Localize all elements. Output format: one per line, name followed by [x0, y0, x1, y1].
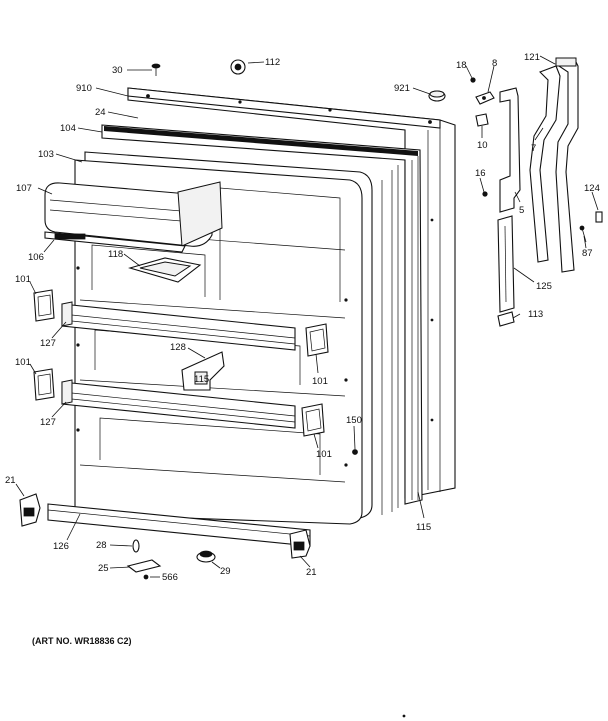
dairy-compartment-door	[44, 181, 223, 247]
small-part-566	[143, 574, 149, 580]
callout-127-lower: 127	[40, 417, 56, 428]
handle-insert-125	[497, 215, 515, 313]
callout-118: 118	[108, 249, 123, 260]
callout-29: 29	[220, 566, 231, 577]
callout-101-left-upper: 101	[15, 274, 31, 285]
screw-30	[151, 63, 161, 76]
screw-18	[470, 77, 476, 83]
callout-124: 124	[584, 183, 600, 194]
callout-104: 104	[60, 123, 76, 134]
door-stop-right	[289, 529, 311, 559]
dairy-door-hinge	[44, 231, 186, 253]
callout-126: 126	[53, 541, 69, 552]
callout-103: 103	[38, 149, 54, 160]
callout-106: 106	[28, 252, 44, 263]
door-shelf-upper	[61, 301, 296, 351]
cap-921	[428, 90, 446, 102]
leader-lines	[15, 55, 599, 578]
hinge-bracket-5	[499, 87, 521, 213]
callout-21-right: 21	[306, 567, 317, 578]
callout-5: 5	[519, 205, 524, 216]
callout-8: 8	[492, 58, 497, 69]
small-part-29	[196, 550, 216, 563]
callout-101-right-upper: 101	[312, 376, 328, 387]
bottle-retainer	[181, 351, 225, 391]
callout-87: 87	[582, 248, 593, 259]
egg-tray	[128, 257, 202, 283]
callout-24: 24	[95, 107, 106, 118]
callout-16: 16	[475, 168, 486, 179]
callout-150: 150	[346, 415, 362, 426]
plug-112	[230, 59, 246, 75]
callout-128: 128	[170, 342, 186, 353]
shelf-cap-tag: 115	[194, 374, 209, 385]
shelf-end-cap-left-lower	[33, 368, 55, 401]
shelf-end-cap-left-upper	[33, 289, 55, 322]
small-part-25	[126, 559, 162, 573]
callout-30: 30	[112, 65, 123, 76]
screw-16	[482, 191, 488, 197]
callout-18: 18	[456, 60, 467, 71]
callout-127-upper: 127	[40, 338, 56, 349]
handle-7	[529, 65, 561, 263]
clip-113	[497, 311, 515, 327]
callout-28: 28	[96, 540, 107, 551]
handle-trim-121	[554, 57, 579, 273]
shelf-end-cap-right-upper	[305, 323, 329, 357]
callout-121: 121	[524, 52, 540, 63]
small-part-28	[132, 539, 140, 553]
callout-113: 113	[528, 309, 543, 320]
art-number-caption: (ART NO. WR18836 C2)	[32, 636, 132, 646]
hinge-part-8	[475, 91, 495, 105]
callout-labels: 30 112 910 24 104 103 107 106 118 101 12…	[5, 52, 600, 583]
callout-7: 7	[531, 143, 536, 154]
callout-112: 112	[265, 57, 280, 68]
callout-107: 107	[16, 183, 32, 194]
callout-910: 910	[76, 83, 92, 94]
callout-10: 10	[477, 140, 488, 151]
door-gasket	[101, 124, 423, 505]
plug-124	[595, 211, 603, 223]
callout-101-right-lower: 101	[316, 449, 332, 460]
callout-566: 566	[162, 572, 178, 583]
screw-150	[352, 449, 358, 455]
callout-115: 115	[416, 522, 431, 533]
screw-87	[579, 225, 587, 243]
callout-921: 921	[394, 83, 410, 94]
callout-101-left-lower: 101	[15, 357, 31, 368]
shelf-end-cap-right-lower	[301, 403, 325, 437]
callout-125: 125	[536, 281, 552, 292]
callout-25: 25	[98, 563, 109, 574]
door-shelf-lower	[61, 379, 296, 429]
spacer-10	[475, 113, 489, 127]
door-stop-left	[19, 493, 41, 527]
callout-21-left: 21	[5, 475, 16, 486]
